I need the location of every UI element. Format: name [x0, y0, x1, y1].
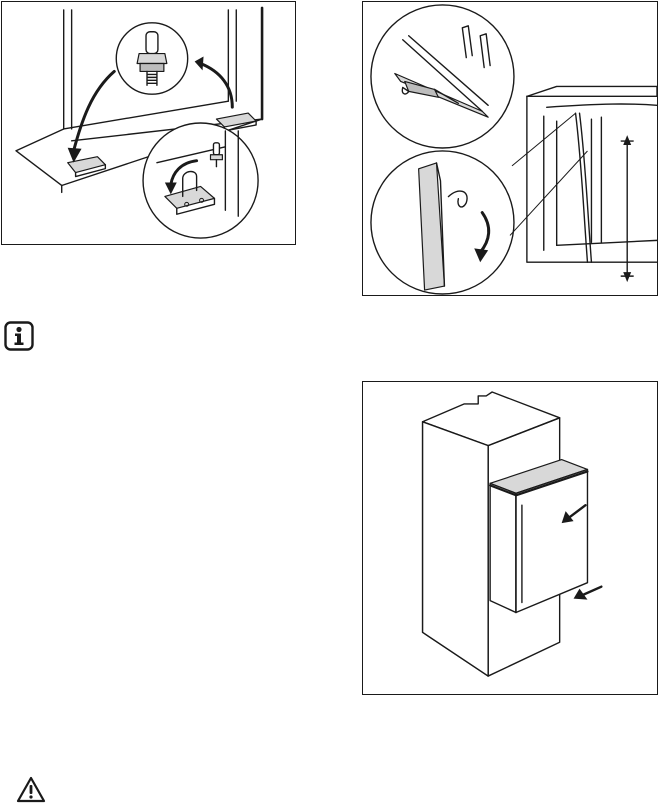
seal-strip-illustration: [363, 2, 657, 295]
info-icon: [4, 321, 34, 351]
hinge-pin-figure: [1, 1, 296, 245]
warning-icon: [16, 776, 46, 803]
seal-strip-figure: [362, 1, 658, 296]
hinge-pin-illustration: [2, 2, 295, 244]
push-appliance-illustration: [363, 382, 657, 694]
push-appliance-figure: [362, 381, 658, 695]
